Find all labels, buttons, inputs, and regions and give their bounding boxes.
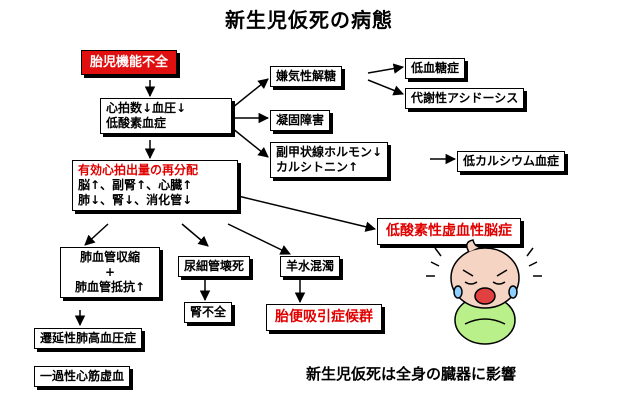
node-redistribution-title: 有効心拍出量の再分配 — [78, 163, 199, 177]
node-pulm-plus: + — [104, 265, 116, 279]
arrow-anaerobic-to-acidosis — [367, 79, 404, 96]
node-coagulation: 凝固障害 — [270, 110, 331, 131]
node-hypoglycemia: 低血糖症 — [405, 58, 466, 79]
arrow-redist-to-meconium — [227, 223, 291, 255]
node-redistribution-2: 肺↓、腎↓、消化管↓ — [78, 193, 193, 207]
node-renal-failure: 腎不全 — [184, 302, 233, 323]
node-pphn: 遷延性肺高血圧症 — [34, 328, 143, 349]
arrow-hr-to-hormone — [231, 127, 269, 158]
node-redistribution: 有効心拍出量の再分配 脳↑、副腎↑、心臓↑ 肺↓、腎↓、消化管↓ — [72, 160, 238, 211]
node-hormone-1: 副甲状線ホルモン↓ — [276, 145, 383, 159]
node-hr-bp-hypoxemia: 心拍数↓血圧↓ 低酸素血症 — [100, 98, 232, 134]
node-redistribution-1: 脳↑、副腎↑、心臓↑ — [78, 178, 193, 192]
footer-caption: 新生児仮死は全身の臓器に影響 — [306, 365, 517, 383]
node-tmi: 一過性心筋虚血 — [34, 366, 131, 387]
node-hormones: 副甲状線ホルモン↓ カルシトニン↑ — [270, 142, 389, 178]
node-hypocalcemia: 低カルシウム血症 — [457, 151, 566, 172]
node-atn: 尿細管壊死 — [178, 256, 251, 277]
arrow-redist-to-atn — [181, 223, 209, 247]
node-hr-bp: 心拍数↓血圧↓ — [106, 101, 187, 115]
page-title: 新生児仮死の病態 — [225, 8, 393, 32]
node-pulm-1: 肺血管収縮 — [79, 250, 140, 264]
node-pulmonary: 肺血管収縮 + 肺血管抵抗↑ — [60, 247, 160, 298]
arrow-anaerobic-to-hypoglycemia — [367, 63, 405, 74]
crying-baby-icon — [426, 239, 542, 345]
arrow-redist-to-pulm — [84, 223, 109, 246]
node-fetal-dysfunction: 胎児機能不全 — [81, 50, 178, 75]
node-acidosis: 代謝性アシドーシス — [405, 88, 525, 109]
node-anaerobic: 嫌気性解糖 — [270, 66, 343, 87]
node-hypoxemia: 低酸素血症 — [106, 116, 167, 130]
node-hie: 低酸素性虚血性脳症 — [377, 218, 521, 245]
node-hormone-2: カルシトニン↑ — [276, 160, 359, 174]
arrow-redist-to-hie — [237, 195, 377, 232]
arrow-hr-to-anaerobic — [231, 78, 269, 109]
node-pulm-2: 肺血管抵抗↑ — [74, 280, 146, 294]
node-mas: 胎便吸引症候群 — [266, 304, 382, 331]
node-meconium: 羊水混濁 — [280, 256, 341, 277]
